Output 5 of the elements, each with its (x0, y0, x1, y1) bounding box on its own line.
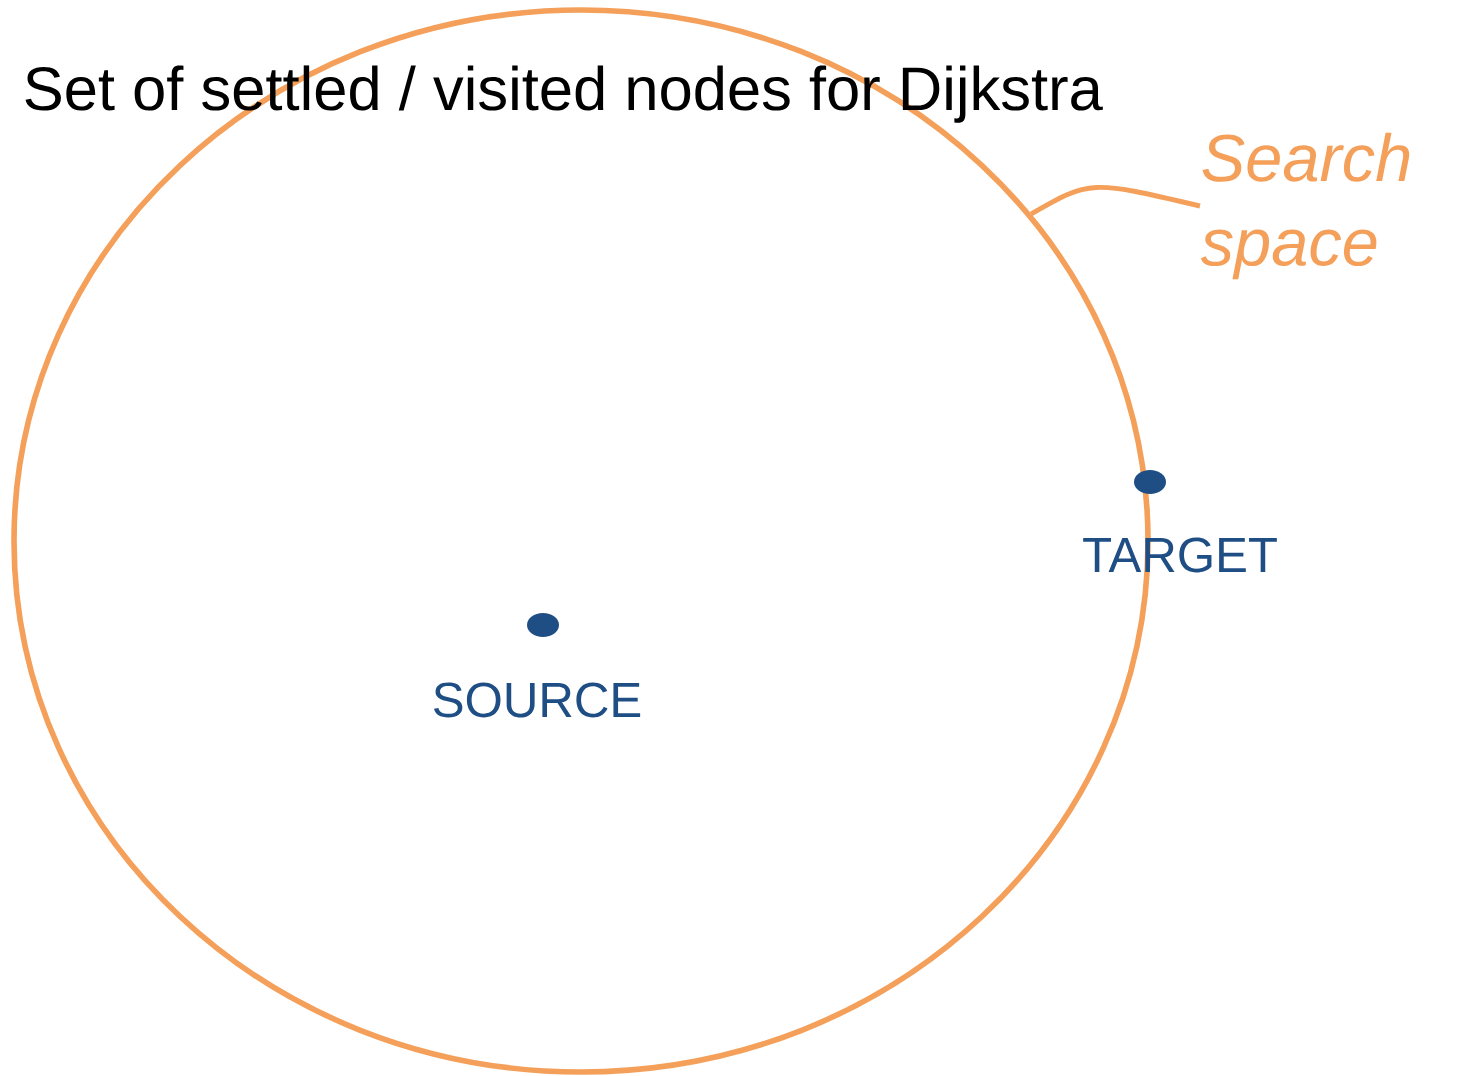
annotation-text: Search space (1200, 132, 1410, 280)
leader-line (1030, 185, 1201, 216)
vertex-dot (1134, 470, 1166, 494)
vertex-label: SOURCE (434, 682, 641, 718)
vertex-dot (527, 613, 559, 637)
